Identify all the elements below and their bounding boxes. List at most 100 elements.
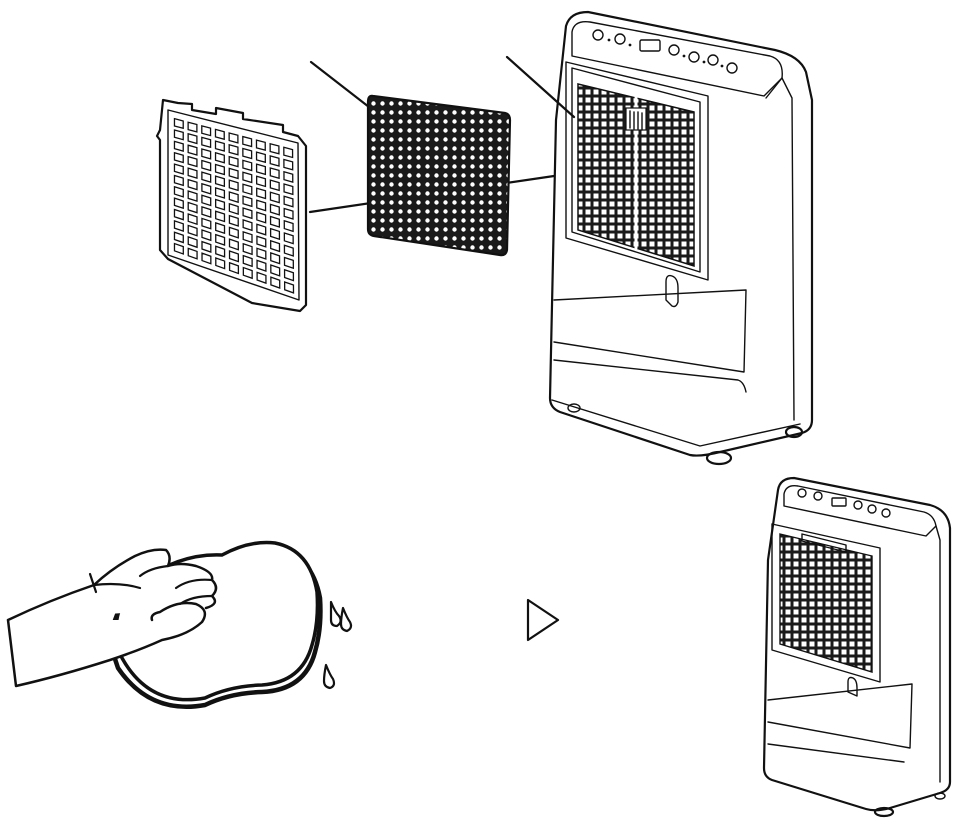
- grille-cell: [228, 238, 239, 251]
- arrow-right-icon: [526, 598, 560, 642]
- grille-cell: [256, 247, 267, 260]
- grille-cell: [228, 226, 239, 239]
- grille-cell: [187, 121, 198, 133]
- grille-cell: [173, 129, 184, 141]
- hand: [6, 548, 218, 688]
- grille-cell: [215, 245, 226, 258]
- grille-cell: [255, 175, 267, 188]
- grille-cell: [242, 254, 253, 268]
- grille-cell: [242, 147, 253, 160]
- grille-cell: [270, 239, 281, 253]
- grille-cell: [187, 144, 198, 156]
- grille-cell: [242, 219, 253, 232]
- grille-cell: [228, 167, 239, 180]
- grille-cell: [270, 276, 281, 289]
- grille-cell: [173, 197, 184, 210]
- grille-cell: [214, 186, 226, 199]
- grille-cell: [269, 227, 281, 241]
- grille-cell: [228, 155, 239, 168]
- grille-cell: [201, 182, 212, 195]
- grille-cell: [270, 264, 281, 277]
- grille-cell: [187, 178, 198, 191]
- grille-cell: [201, 252, 212, 265]
- grille-cell: [228, 143, 239, 156]
- grille-cell: [269, 179, 280, 192]
- grille-cell: [173, 163, 184, 175]
- grille-cell: [173, 140, 184, 152]
- grille-cell: [201, 205, 212, 218]
- grille-cell: [283, 244, 294, 257]
- grille-cell: [256, 211, 267, 224]
- grille-cell: [283, 268, 295, 282]
- grille-cell: [255, 139, 266, 152]
- grille-cell: [187, 224, 198, 237]
- grille-cell: [187, 201, 198, 214]
- grille-cell: [283, 170, 294, 183]
- grille-cell: [187, 190, 198, 203]
- wash-step: [6, 476, 952, 818]
- grille-cell: [173, 185, 184, 198]
- grille-cell: [173, 231, 184, 244]
- grille-cell: [214, 198, 226, 211]
- grille-cell: [215, 210, 226, 223]
- grille-cell: [187, 247, 198, 260]
- grille-cell: [269, 142, 280, 155]
- grille-cell: [228, 132, 239, 144]
- grille-cell: [242, 266, 253, 280]
- grille-cell: [201, 240, 212, 253]
- grille-cell: [242, 135, 253, 148]
- control-buttons: [592, 29, 738, 74]
- grille-cell: [228, 214, 239, 227]
- grille-cell: [215, 222, 226, 235]
- grille-cell: [228, 261, 240, 275]
- grille-cell: [256, 223, 267, 236]
- grille-cell: [201, 159, 212, 172]
- water-drops: [322, 600, 353, 690]
- grille-cell: [256, 187, 267, 200]
- grille-cell: [187, 167, 198, 179]
- grille-cell: [256, 259, 267, 272]
- grille-cell: [214, 163, 225, 176]
- grille-cell: [214, 151, 225, 164]
- grille-cell: [214, 140, 225, 152]
- grille-cell: [283, 146, 294, 159]
- exploded-view: [155, 10, 814, 466]
- grille-cell: [215, 257, 226, 270]
- grille-cell: [255, 151, 266, 164]
- grille-cell: [283, 281, 295, 294]
- grille-cell: [173, 174, 184, 187]
- grille-cell: [228, 179, 239, 192]
- grille-cell: [242, 159, 253, 172]
- grille-cell: [187, 213, 198, 226]
- grille-cell: [256, 271, 267, 285]
- grille-cell: [283, 219, 294, 233]
- grille-cell: [187, 155, 198, 168]
- grille-cell: [269, 191, 280, 204]
- grille-cell: [214, 175, 226, 188]
- grille-cell: [269, 154, 280, 167]
- grille-cell: [242, 230, 253, 244]
- front-vent: [577, 83, 695, 268]
- grille-cell: [283, 183, 294, 196]
- grille-cell: [269, 215, 281, 228]
- grille-cell: [269, 203, 280, 216]
- grille-cell: [173, 242, 184, 255]
- grille-cell: [215, 233, 226, 246]
- grille-cell: [214, 128, 225, 141]
- front-grille: [155, 98, 308, 313]
- filter-mesh: [366, 94, 512, 257]
- grille-cell: [187, 132, 198, 145]
- grille-cell: [173, 219, 184, 233]
- dehumidifier-large: [548, 10, 814, 466]
- grille-cell: [256, 235, 267, 248]
- grille-cell: [242, 207, 253, 220]
- water-drop-icon: [339, 606, 353, 633]
- grille-cell: [201, 171, 212, 184]
- grille-cell: [269, 167, 280, 180]
- grille-cell: [201, 194, 212, 207]
- grille-cell: [242, 195, 253, 208]
- grille-cell: [201, 148, 212, 160]
- grille-cell: [255, 163, 267, 176]
